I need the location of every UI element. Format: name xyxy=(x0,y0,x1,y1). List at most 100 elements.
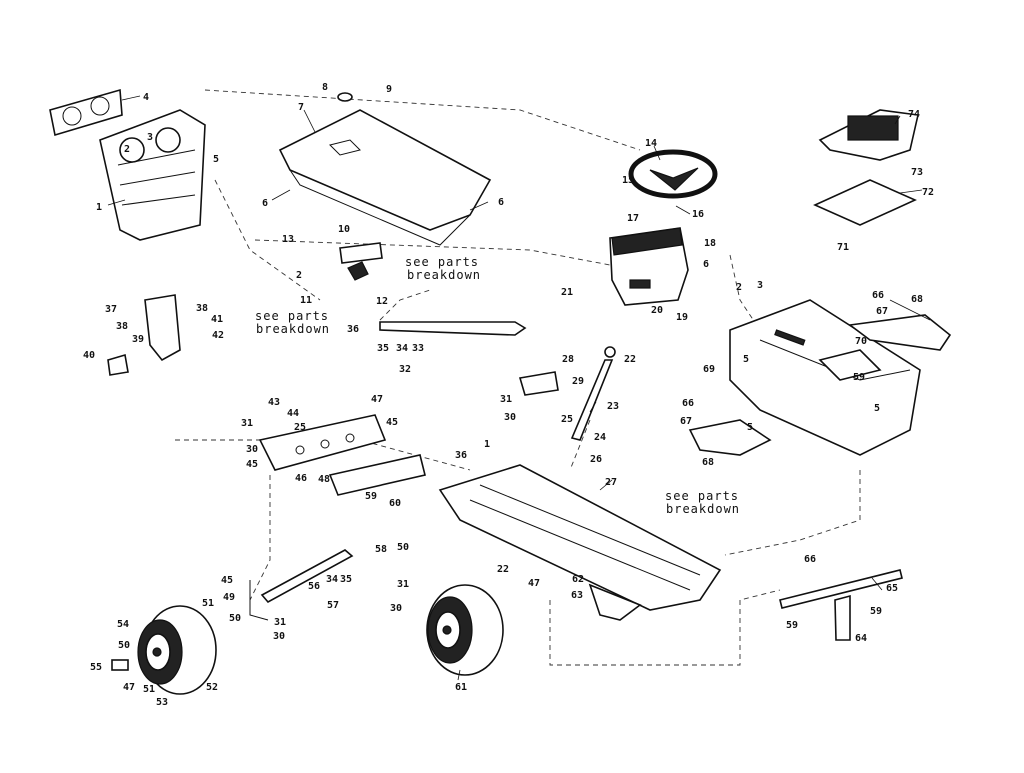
callout-47: 47 xyxy=(528,578,540,589)
callout-68: 68 xyxy=(911,294,923,305)
callout-5: 5 xyxy=(213,154,219,165)
callout-43: 43 xyxy=(268,397,280,408)
callout-21: 21 xyxy=(561,287,573,298)
callout-3: 3 xyxy=(757,280,763,291)
callout-42: 42 xyxy=(212,330,224,341)
rear-body xyxy=(729,299,921,456)
callout-45: 45 xyxy=(386,417,398,428)
callout-10: 10 xyxy=(338,224,350,235)
callout-59: 59 xyxy=(365,491,377,502)
callout-65: 65 xyxy=(886,583,898,594)
callout-74: 74 xyxy=(908,109,920,120)
callout-67: 67 xyxy=(680,416,692,427)
wheel-cap xyxy=(111,659,129,671)
callout-25: 25 xyxy=(294,422,306,433)
callout-6: 6 xyxy=(498,197,504,208)
callout-40: 40 xyxy=(83,350,95,361)
callout-62: 62 xyxy=(572,574,584,585)
callout-44: 44 xyxy=(287,408,299,419)
svg-text:see parts: see parts xyxy=(405,255,479,269)
leader-lines xyxy=(107,95,931,681)
svg-text:see parts: see parts xyxy=(255,309,329,323)
callout-61: 61 xyxy=(455,682,467,693)
callout-63: 63 xyxy=(571,590,583,601)
callout-36: 36 xyxy=(347,324,359,335)
support-bracket xyxy=(107,294,181,376)
callout-29: 29 xyxy=(572,376,584,387)
svg-text:breakdown: breakdown xyxy=(256,322,330,336)
callout-25: 25 xyxy=(561,414,573,425)
callout-66: 66 xyxy=(682,398,694,409)
callout-15: 15 xyxy=(622,175,634,186)
callout-59: 59 xyxy=(786,620,798,631)
callout-17: 17 xyxy=(627,213,639,224)
callout-11: 11 xyxy=(300,295,312,306)
callout-9: 9 xyxy=(386,84,392,95)
callout-8: 8 xyxy=(322,82,328,93)
assembly-guide-lines xyxy=(175,89,861,666)
callout-2: 2 xyxy=(296,270,302,281)
callout-16: 16 xyxy=(692,209,704,220)
callout-32: 32 xyxy=(399,364,411,375)
callout-45: 45 xyxy=(246,459,258,470)
svg-text:breakdown: breakdown xyxy=(666,502,740,516)
callout-67: 67 xyxy=(876,306,888,317)
callout-30: 30 xyxy=(246,444,258,455)
steering-wheel xyxy=(628,149,718,199)
callout-31: 31 xyxy=(500,394,512,405)
callout-58: 58 xyxy=(375,544,387,555)
callout-59: 59 xyxy=(853,372,865,383)
callout-1: 1 xyxy=(96,202,102,213)
callout-24: 24 xyxy=(594,432,606,443)
callout-53: 53 xyxy=(156,697,168,708)
callout-7: 7 xyxy=(298,102,304,113)
callout-50: 50 xyxy=(118,640,130,651)
callout-31: 31 xyxy=(241,418,253,429)
callout-56: 56 xyxy=(308,581,320,592)
callout-28: 28 xyxy=(562,354,574,365)
callout-26: 26 xyxy=(590,454,602,465)
callout-70: 70 xyxy=(855,336,867,347)
callout-38: 38 xyxy=(196,303,208,314)
callout-30: 30 xyxy=(390,603,402,614)
callout-1: 1 xyxy=(484,439,490,450)
right-fender xyxy=(847,314,952,351)
callout-68: 68 xyxy=(702,457,714,468)
callout-71: 71 xyxy=(837,242,849,253)
callout-51: 51 xyxy=(143,684,155,695)
callout-66: 66 xyxy=(872,290,884,301)
callout-30: 30 xyxy=(273,631,285,642)
callout-47: 47 xyxy=(371,394,383,405)
callout-57: 57 xyxy=(327,600,339,611)
hood-latch xyxy=(339,242,383,281)
callout-73: 73 xyxy=(911,167,923,178)
callout-59: 59 xyxy=(870,606,882,617)
callout-12: 12 xyxy=(376,296,388,307)
callout-6: 6 xyxy=(703,259,709,270)
callout-38: 38 xyxy=(116,321,128,332)
callout-33: 33 xyxy=(412,343,424,354)
instrument-bezel xyxy=(49,88,123,137)
callout-3: 3 xyxy=(147,132,153,143)
callout-23: 23 xyxy=(607,401,619,412)
hood xyxy=(278,92,492,246)
callout-31: 31 xyxy=(397,579,409,590)
callout-55: 55 xyxy=(90,662,102,673)
callout-51: 51 xyxy=(202,598,214,609)
main-frame xyxy=(438,464,722,621)
callout-48: 48 xyxy=(318,474,330,485)
callout-50: 50 xyxy=(229,613,241,624)
front-wheel xyxy=(137,605,217,695)
callout-39: 39 xyxy=(132,334,144,345)
callout-52: 52 xyxy=(206,682,218,693)
callout-2: 2 xyxy=(124,144,130,155)
callout-35: 35 xyxy=(377,343,389,354)
svg-text:breakdown: breakdown xyxy=(407,268,481,282)
callout-54: 54 xyxy=(117,619,129,630)
callout-46: 46 xyxy=(295,473,307,484)
callout-34: 34 xyxy=(396,343,408,354)
callout-20: 20 xyxy=(651,305,663,316)
note-top-right: see parts breakdown xyxy=(405,255,481,282)
